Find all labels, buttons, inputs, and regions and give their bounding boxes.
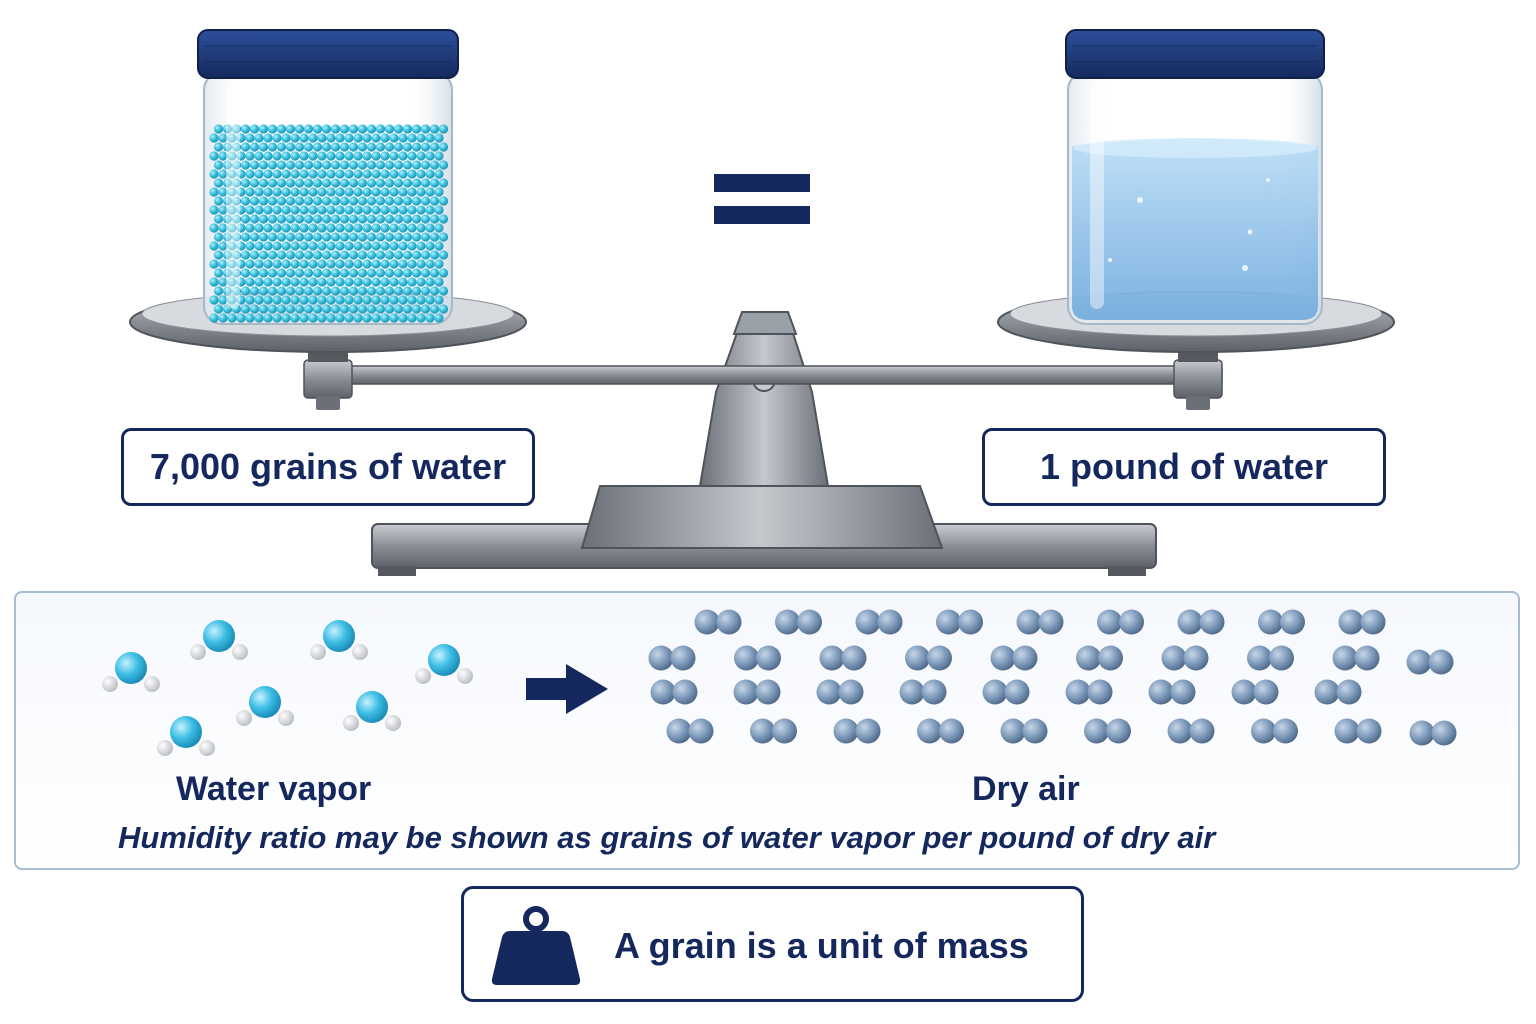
humidity-ratio-note: Humidity ratio may be shown as grains of…: [118, 820, 1216, 855]
grain-definition-box: A grain is a unit of mass: [461, 886, 1084, 1002]
left-pan-label: 7,000 grains of water: [121, 428, 535, 506]
water-vapor-caption: Water vapor: [176, 770, 372, 808]
scale-pillar: [698, 311, 830, 487]
grain-definition-text: A grain is a unit of mass: [614, 925, 1029, 966]
scale-beam: [303, 348, 1223, 410]
equals-sign-icon: [714, 174, 810, 224]
scale-base: [371, 485, 1157, 576]
dry-air-caption: Dry air: [972, 770, 1080, 808]
jar-of-grains: [197, 29, 459, 325]
right-pan-label: 1 pound of water: [982, 428, 1386, 506]
jar-of-water: [1065, 29, 1325, 325]
water-grains: [209, 124, 449, 323]
weight-icon: [491, 906, 581, 985]
